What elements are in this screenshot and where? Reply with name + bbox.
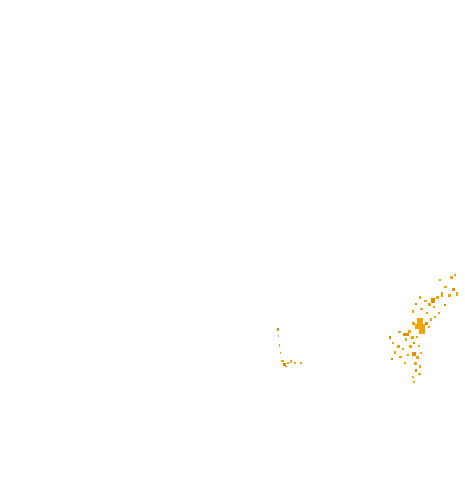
feature-cluster-east <box>389 274 458 383</box>
feature-cluster-west <box>277 328 302 367</box>
